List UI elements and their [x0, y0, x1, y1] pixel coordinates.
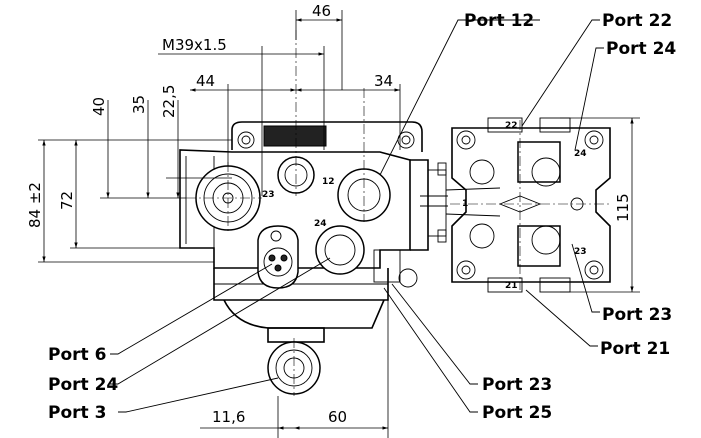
part-marks: 12 23 24 1 22 24 23 21: [262, 121, 587, 291]
label-port-6: Port 6: [48, 345, 106, 365]
port-6-connector: [257, 225, 299, 289]
mark-24-side: 24: [574, 149, 587, 159]
side-view: [451, 117, 611, 293]
label-port-12: Port 12: [464, 11, 534, 31]
dim-72: 72: [58, 191, 76, 210]
label-port-22: Port 22: [602, 11, 672, 31]
port-labels: Port 12 Port 22 Port 24 Port 23 Port 21 …: [48, 11, 676, 423]
mark-23: 23: [262, 190, 275, 200]
dimension-texts: 46 M39x1.5 44 34 40 35 22,5 84 ±2 72 115…: [26, 2, 632, 426]
dim-115: 115: [614, 193, 632, 222]
label-port-24-right: Port 24: [606, 39, 676, 59]
port-12-outlet: [337, 168, 391, 222]
mark-23-side: 23: [574, 247, 587, 257]
mark-21: 21: [505, 281, 518, 291]
mark-12: 12: [322, 177, 335, 187]
leader-lines: [110, 19, 604, 413]
centerlines: [186, 30, 612, 396]
mark-1: 1: [462, 199, 468, 209]
label-port-24-left: Port 24: [48, 375, 118, 395]
dimension-lines: [38, 10, 640, 438]
dim-44: 44: [196, 72, 215, 90]
label-port-21: Port 21: [600, 339, 670, 359]
nameplate-hatch: [263, 125, 327, 147]
label-port-23-bottom: Port 23: [482, 375, 552, 395]
label-port-25: Port 25: [482, 403, 552, 423]
mark-22: 22: [505, 121, 518, 131]
mark-24: 24: [314, 219, 327, 229]
dim-22-5: 22,5: [160, 85, 178, 118]
dim-60: 60: [328, 408, 347, 426]
dim-40: 40: [90, 97, 108, 116]
dim-34: 34: [374, 72, 393, 90]
dim-thread: M39x1.5: [162, 36, 227, 54]
dim-84: 84 ±2: [26, 182, 44, 228]
port-24-fitting: [315, 225, 365, 275]
label-port-3: Port 3: [48, 403, 106, 423]
label-port-23-right: Port 23: [602, 305, 672, 325]
dim-35: 35: [130, 95, 148, 114]
dim-46: 46: [312, 2, 331, 20]
dim-11-6: 11,6: [212, 408, 245, 426]
